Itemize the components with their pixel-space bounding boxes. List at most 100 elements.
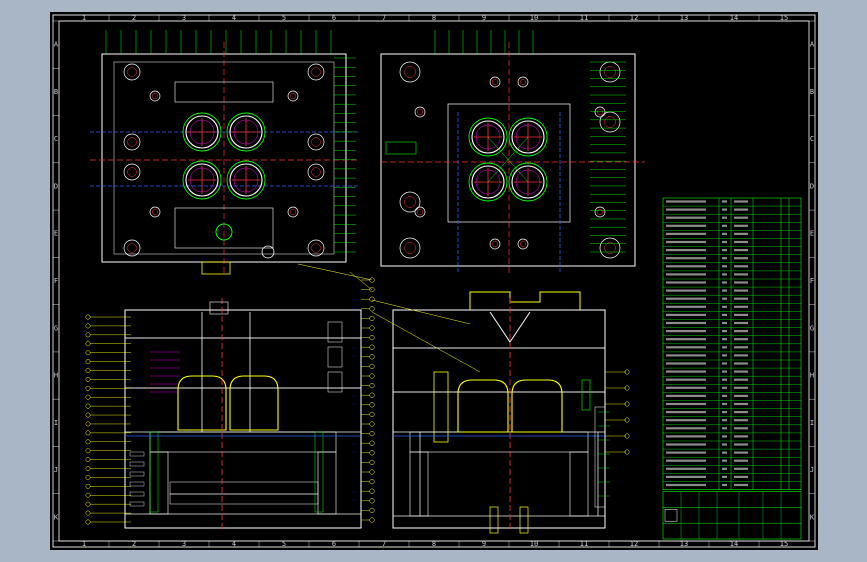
bolt-hole-inner [290,209,296,215]
bolt-hole-inner [127,243,137,253]
bolt-hole-inner [417,209,423,215]
column-label: 13 [680,540,688,548]
bolt-hole [399,191,421,213]
bom-text-stub [666,475,706,478]
row-label: D [54,182,58,190]
bom-qty-stub [722,289,727,292]
column-label: 15 [780,14,788,22]
balloon-left [85,501,91,507]
cavity-ring [229,115,263,149]
bom-text-stub [666,321,706,325]
column-label: 3 [182,14,186,22]
cooling-fitting [327,371,343,393]
bom-material-stub [734,483,748,487]
cavity-ring [471,120,505,154]
bom-text-stub [666,249,706,252]
bom-qty-stub [722,483,727,487]
bom-text-stub [666,402,706,406]
bolt-hole-inner [127,167,137,177]
cooling-plug [581,379,591,411]
bom-material-stub [734,273,748,276]
balloon [369,335,375,341]
bom-material-stub [734,443,748,446]
bom-text-stub [666,232,706,235]
sprue-cone [489,311,531,343]
bolt-hole [399,237,421,259]
bom-material-stub [734,427,748,430]
balloon-left [85,376,91,382]
balloon-left [85,439,91,445]
bom-text-stub [666,224,706,227]
cad-drawing-canvas[interactable]: 1122334455667788991010111112121313141415… [50,12,818,550]
column-label: 9 [482,540,486,548]
leader-pin-seg [129,481,145,487]
bom-material-stub [734,467,748,470]
sprue-bushing [209,301,229,315]
balloon-left [85,466,91,471]
balloon-left [85,359,91,365]
bom-qty-stub [722,305,727,308]
ejector-retainer [169,493,319,505]
bolt-hole [599,61,621,83]
bom-qty-stub [722,467,727,470]
bom-qty-stub [722,435,727,438]
bom-qty-stub [722,378,727,381]
bom-material-stub [734,265,748,268]
spacer-block [149,451,169,515]
bolt-hole [287,206,299,218]
balloon [369,469,375,475]
bom-qty-stub [722,394,727,397]
balloon-left [85,430,91,436]
cavity-ring-outer [226,112,266,152]
bom-qty-stub [722,338,727,341]
bom-text-stub [666,427,706,430]
balloon-left [85,483,91,489]
bom-qty-stub [722,200,727,203]
balloon-leader-diag [371,311,481,373]
balloon-left [85,341,91,347]
top-clamp-plate [124,309,362,339]
cavity-ring [511,120,545,154]
row-label: I [54,419,58,427]
bom-material-stub [734,297,748,300]
cavity-section [457,379,509,433]
bolt-hole-inner [492,79,498,85]
section-view-right [392,291,630,534]
bom-qty-stub [722,459,727,462]
bolt-hole [123,239,141,257]
bom-text-stub [666,240,706,244]
row-label: A [810,41,815,49]
balloon [369,402,375,408]
bom-text-stub [666,451,706,454]
balloon-left [85,448,91,454]
bom-text-stub [666,378,706,381]
bom-material-stub [734,249,748,252]
bottom-slide-block [174,207,274,249]
spacer-block [317,451,337,515]
bom-qty-stub [722,265,727,268]
bolt-hole-inner [520,241,526,247]
bom-text-stub [666,394,706,397]
top-view-moving-half [90,30,360,275]
bom-qty-stub [722,232,727,235]
column-label: 10 [530,540,538,548]
mold-outline [392,309,606,529]
balloon-left [85,510,91,516]
balloon [369,507,375,513]
column-label: 8 [432,540,436,548]
bom-material-stub [734,362,748,365]
balloon [369,373,375,379]
bolt-hole-inner [127,137,137,147]
cavity-ring-outer [468,162,508,202]
cavity-plate [124,337,362,389]
bom-qty-stub [722,208,727,211]
bolt-hole [307,239,325,257]
bom-text-stub [666,289,706,292]
bom-qty-stub [722,370,727,373]
bolt-hole [307,163,325,181]
bolt-hole [414,106,426,118]
ejector-pad [261,245,275,259]
row-label: E [810,230,814,238]
bom-material-stub [734,224,748,227]
